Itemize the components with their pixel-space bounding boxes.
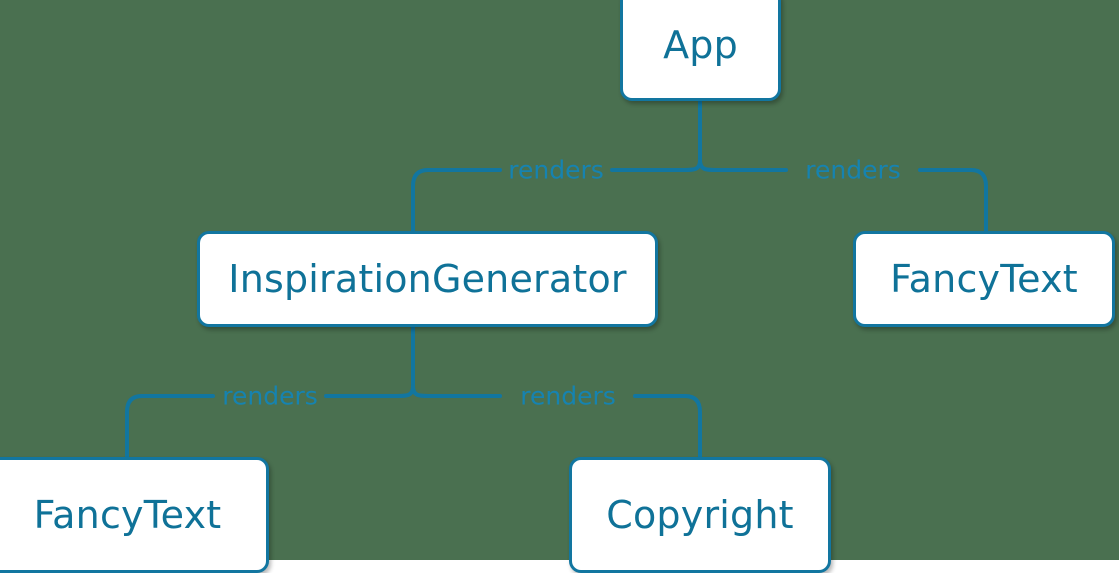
edge-inspiration-copyright-elbow <box>683 394 702 459</box>
node-fancytext-right[interactable]: FancyText <box>853 231 1115 327</box>
edge-app-junction-left <box>638 158 702 172</box>
edge-layer <box>125 99 988 459</box>
node-fancytext-right-label: FancyText <box>890 257 1078 301</box>
node-fancytext-left[interactable]: FancyText <box>0 457 269 573</box>
node-app-label: App <box>663 22 738 67</box>
node-fancytext-left-label: FancyText <box>33 493 222 537</box>
node-copyright-label: Copyright <box>606 493 794 537</box>
node-inspiration-generator[interactable]: InspirationGenerator <box>197 231 658 327</box>
edge-label-app-inspiration: renders <box>508 155 604 185</box>
edge-inspiration-junction-right <box>411 384 476 398</box>
node-app[interactable]: App <box>620 0 781 101</box>
edge-label-app-fancytext-right: renders <box>805 155 901 185</box>
node-copyright[interactable]: Copyright <box>569 457 831 573</box>
edge-inspiration-fancytext-elbow <box>125 394 144 459</box>
edge-app-inspiration-elbow <box>411 168 430 233</box>
edge-label-inspiration-fancytext-left: renders <box>222 381 318 411</box>
edge-inspiration-junction-left <box>350 384 415 398</box>
edge-label-inspiration-copyright: renders <box>520 381 616 411</box>
edge-app-junction <box>698 158 762 172</box>
edge-app-fancytext-elbow <box>969 168 988 233</box>
node-inspiration-generator-label: InspirationGenerator <box>228 257 627 301</box>
